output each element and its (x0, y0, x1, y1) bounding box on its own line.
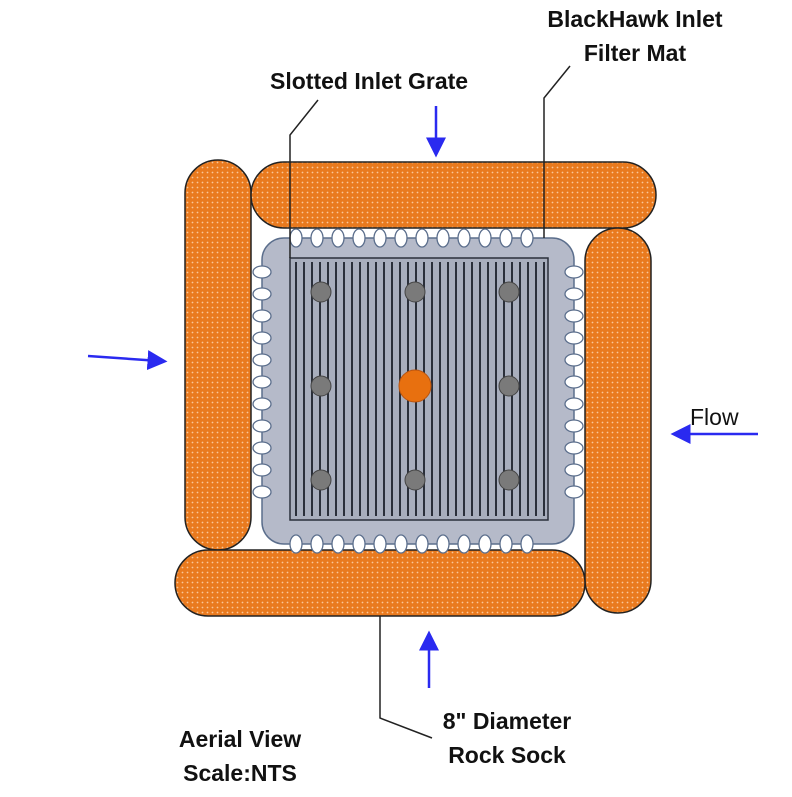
filter-mat-scallop (564, 485, 584, 499)
filter-mat-scallop (564, 265, 584, 279)
filter-mat-scallop (499, 228, 513, 248)
bolt-group (310, 281, 520, 491)
center-bolt-icon (398, 369, 432, 403)
filter-mat-scallop (373, 228, 387, 248)
filter-mat-scallop (478, 534, 492, 554)
filter-mat-scallop (564, 397, 584, 411)
filter-mat-scallop (252, 331, 272, 345)
leader-line-mat (543, 65, 571, 238)
filter-mat-scallop (564, 441, 584, 455)
filter-mat-scallop (564, 463, 584, 477)
filter-mat-scallop (252, 287, 272, 301)
bolt-icon (310, 281, 332, 303)
filter-mat-scallop (415, 228, 429, 248)
bolt-icon (498, 281, 520, 303)
filter-mat-scallop (289, 534, 303, 554)
filter-mat-scallop (478, 228, 492, 248)
filter-mat-scallop (252, 419, 272, 433)
aerial-view-label: Aerial View Scale:NTS (150, 722, 330, 790)
filter-mat-scallop (394, 228, 408, 248)
rock-sock-top (250, 161, 657, 229)
filter-mat-scallop (252, 265, 272, 279)
filter-mat-scallop (564, 375, 584, 389)
filter-mat-scallop (564, 309, 584, 323)
rock-sock-label-line1: 8" Diameter (442, 708, 572, 734)
filter-mat-scallop (520, 534, 534, 554)
filter-mat-scallop (252, 353, 272, 367)
filter-mat-scallop (310, 228, 324, 248)
rock-sock-group (174, 159, 657, 617)
flow-label: Flow (690, 404, 739, 430)
filter-mat-scallop (415, 534, 429, 554)
filter-mat-scallop (252, 375, 272, 389)
filter-mat-scallop (564, 331, 584, 345)
rock-sock-label-line2: Rock Sock (448, 742, 566, 768)
filter-mat-scallop (252, 309, 272, 323)
leader-line-grate (289, 99, 319, 258)
leader-lines (289, 65, 571, 739)
aerial-view-line2: Scale:NTS (183, 760, 297, 786)
filter-mat-scallop (352, 228, 366, 248)
rock-sock-label: 8" Diameter Rock Sock (412, 704, 602, 772)
filter-mat-scallop (564, 419, 584, 433)
rock-sock-left (184, 159, 252, 551)
filter-mat-scallop (564, 287, 584, 301)
rock-sock-bottom (174, 549, 586, 617)
filter-mat-scallop (499, 534, 513, 554)
filter-mat-scallop (394, 534, 408, 554)
blackhawk-label: BlackHawk Inlet Filter Mat (520, 2, 750, 70)
filter-mat-scallop (436, 228, 450, 248)
filter-mat-scallop (436, 534, 450, 554)
bolt-icon (310, 375, 332, 397)
bolt-icon (498, 469, 520, 491)
flow-arrows (87, 106, 758, 688)
rock-sock-right (584, 227, 652, 614)
slotted-grate-label: Slotted Inlet Grate (270, 68, 469, 94)
filter-mat-scallop (252, 397, 272, 411)
filter-mat-scallop (331, 228, 345, 248)
filter-mat-scallop (457, 534, 471, 554)
filter-mat-scallop (331, 534, 345, 554)
filter-mat-scallop (310, 534, 324, 554)
leader-line-rock-sock (379, 616, 433, 739)
filter-mat-scallop (252, 441, 272, 455)
filter-mat-scallop (289, 228, 303, 248)
filter-mat-scallop (520, 228, 534, 248)
bolt-icon (404, 469, 426, 491)
filter-mat-scallop (352, 534, 366, 554)
flow-arrow-icon (87, 350, 168, 371)
filter-mat-scallop (252, 485, 272, 499)
filter-mat-scallop (252, 463, 272, 477)
blackhawk-label-line2: Filter Mat (583, 40, 687, 66)
bolt-icon (404, 281, 426, 303)
aerial-view-line1: Aerial View (178, 726, 302, 752)
filter-mat-scallop (564, 353, 584, 367)
filter-mat-scallop (373, 534, 387, 554)
filter-mat-scallop (457, 228, 471, 248)
bolt-icon (498, 375, 520, 397)
bolt-icon (310, 469, 332, 491)
blackhawk-label-line1: BlackHawk Inlet (547, 6, 723, 32)
